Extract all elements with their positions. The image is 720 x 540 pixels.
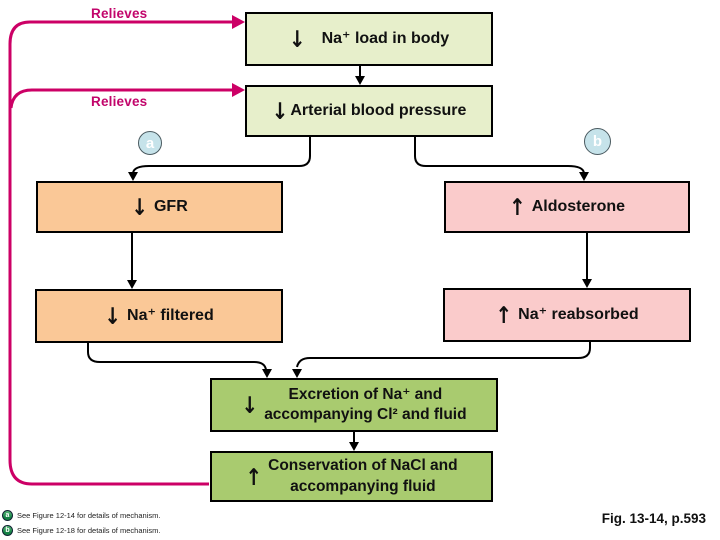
box-excretion-label: Excretion of Na⁺ and accompanying Cl² an…: [264, 385, 467, 423]
flow-connectors: [87, 66, 591, 443]
down-arrow-icon: ↓: [241, 391, 259, 419]
up-arrow-icon: ↑: [245, 462, 263, 491]
box-conservation: ↑ Conservation of NaCl and accompanying …: [210, 451, 493, 502]
box-conservation-label: Conservation of NaCl and accompanying fl…: [268, 457, 458, 495]
box-na-load: ↓ Na⁺ load in body: [245, 12, 493, 66]
box-na-filtered-label: Na⁺ filtered: [127, 306, 214, 324]
footnote-b-text: See Figure 12-18 for details of mechanis…: [17, 525, 161, 535]
box-na-filtered: ↓ Na⁺ filtered: [35, 289, 283, 343]
branch-marker-a: a: [138, 131, 162, 155]
box-na-load-label: Na⁺ load in body: [321, 29, 450, 47]
footnote-b: b See Figure 12-18 for details of mechan…: [2, 524, 160, 536]
relieves-arrowheads: [232, 15, 245, 97]
box-arterial-pressure: ↓ Arterial blood pressure: [245, 85, 493, 137]
footnote-a-text: See Figure 12-14 for details of mechanis…: [17, 510, 161, 520]
box-na-reabsorbed: ↑ Na⁺ reabsorbed: [443, 288, 691, 342]
box-aldosterone-label: Aldosterone: [531, 197, 626, 215]
down-arrow-icon: ↓: [271, 97, 289, 125]
down-arrow-icon: ↓: [104, 302, 122, 330]
up-arrow-icon: ↑: [508, 193, 526, 221]
branch-marker-a-letter: a: [145, 134, 155, 152]
box-gfr: ↓ GFR: [36, 181, 283, 233]
up-arrow-icon: ↑: [495, 301, 513, 329]
branch-marker-b-letter: b: [592, 133, 603, 150]
down-arrow-icon: ↓: [288, 25, 306, 53]
footnote-a-icon: a: [2, 509, 13, 521]
relieves-label-top: Relieves: [91, 6, 148, 21]
box-excretion: ↓ Excretion of Na⁺ and accompanying Cl² …: [210, 378, 498, 432]
box-arterial-pressure-label: Arterial blood pressure: [290, 101, 467, 119]
box-na-reabsorbed-label: Na⁺ reabsorbed: [518, 305, 639, 323]
footnote-b-icon: b: [2, 524, 13, 536]
footnote-a: a See Figure 12-14 for details of mechan…: [2, 509, 160, 521]
branch-marker-b: b: [584, 128, 611, 155]
relieves-feedback-path: [8, 20, 236, 486]
flow-arrowheads: [127, 76, 592, 451]
relieves-label-bottom: Relieves: [91, 94, 148, 109]
down-arrow-icon: ↓: [131, 193, 148, 221]
box-aldosterone: ↑ Aldosterone: [444, 181, 690, 233]
box-gfr-label: GFR: [153, 197, 188, 215]
figure-caption: Fig. 13-14, p.593: [601, 511, 706, 526]
